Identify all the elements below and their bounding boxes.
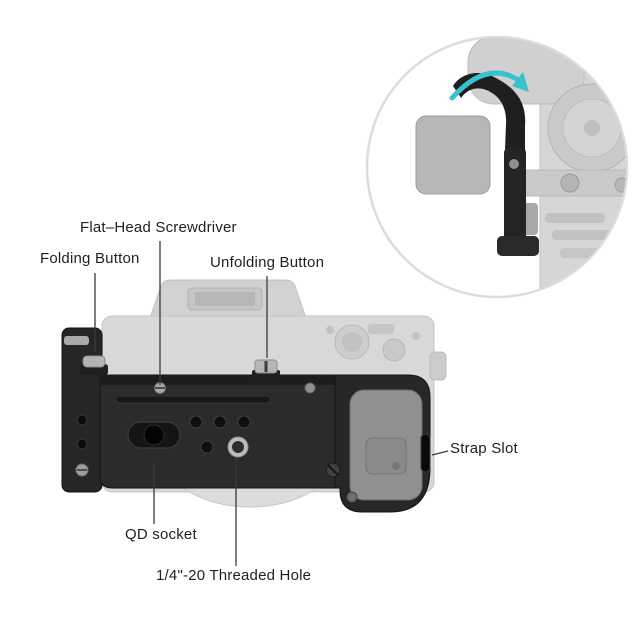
small-hole [213,415,227,429]
bracket-side-arm [61,327,103,493]
folding-button-part [80,355,108,375]
label-strap-slot: Strap Slot [450,440,518,457]
label-flat-head-screwdriver: Flat–Head Screwdriver [80,219,237,236]
rotation-arrow-icon [449,70,529,101]
bracket-grip-extension [325,374,431,513]
inset-folded-plate [415,115,491,195]
plate-slot-groove [115,395,271,404]
inset-detail-circle [365,35,629,299]
leader-line-strap [431,450,449,456]
label-threaded-hole: 1/4"-20 Threaded Hole [156,567,312,584]
leader-lines [94,241,449,566]
small-hole [200,440,214,454]
strap-slot-cutout [420,433,431,473]
bracket-base-plate [99,374,336,489]
strap-lug-ghost [429,351,447,381]
l-bracket [61,327,431,513]
label-folding-button: Folding Button [40,250,140,267]
unfolding-button-screw [252,359,280,378]
label-unfolding-button: Unfolding Button [210,254,325,271]
grip-detail [365,437,407,475]
qd-socket-hole [127,421,181,449]
small-hole [189,415,203,429]
label-qd-socket: QD socket [125,526,197,543]
small-hole [237,415,251,429]
grip-screw [325,462,341,478]
quarter-20-threaded-hole [227,436,249,458]
inset-bracket-hook [453,72,539,256]
